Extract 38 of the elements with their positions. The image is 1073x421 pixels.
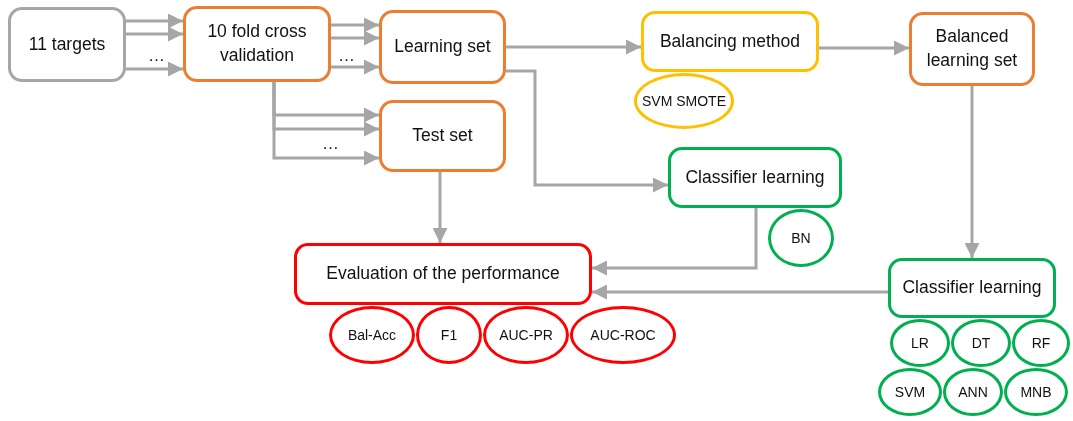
process-box: Learning set <box>379 10 506 84</box>
process-box: Classifier learning <box>888 258 1056 318</box>
process-box: Balanced learning set <box>909 12 1035 86</box>
method-ellipse: AUC-ROC <box>570 306 676 364</box>
arrow <box>506 39 641 55</box>
arrow <box>331 59 379 75</box>
process-box: 10 fold cross validation <box>183 6 331 82</box>
arrow <box>819 40 909 56</box>
method-ellipse: Bal-Acc <box>329 306 415 364</box>
process-box: Evaluation of the performance <box>294 243 592 305</box>
arrow <box>331 17 379 33</box>
ellipsis-label: … <box>322 134 339 154</box>
process-box: Classifier learning <box>668 147 842 208</box>
method-ellipse: MNB <box>1004 368 1068 416</box>
arrow <box>964 86 980 258</box>
method-ellipse: SVM <box>878 368 942 416</box>
method-ellipse: AUC-PR <box>483 306 569 364</box>
arrow <box>272 82 379 166</box>
process-box: 11 targets <box>8 7 126 82</box>
arrow <box>126 13 183 29</box>
method-ellipse: BN <box>768 209 834 267</box>
method-ellipse: LR <box>890 319 950 367</box>
method-ellipse: F1 <box>416 306 482 364</box>
process-box: Test set <box>379 100 506 172</box>
method-ellipse: RF <box>1012 319 1070 367</box>
arrow <box>331 30 379 46</box>
arrow <box>506 69 668 193</box>
arrow <box>592 208 758 276</box>
arrow <box>126 26 183 42</box>
method-ellipse: ANN <box>943 368 1003 416</box>
process-box: Balancing method <box>641 11 819 72</box>
ellipsis-label: … <box>148 46 165 66</box>
arrow <box>126 61 183 77</box>
method-ellipse: SVM SMOTE <box>634 73 734 129</box>
arrow <box>432 172 448 243</box>
ellipsis-label: … <box>338 46 355 66</box>
method-ellipse: DT <box>951 319 1011 367</box>
arrow <box>592 284 888 300</box>
